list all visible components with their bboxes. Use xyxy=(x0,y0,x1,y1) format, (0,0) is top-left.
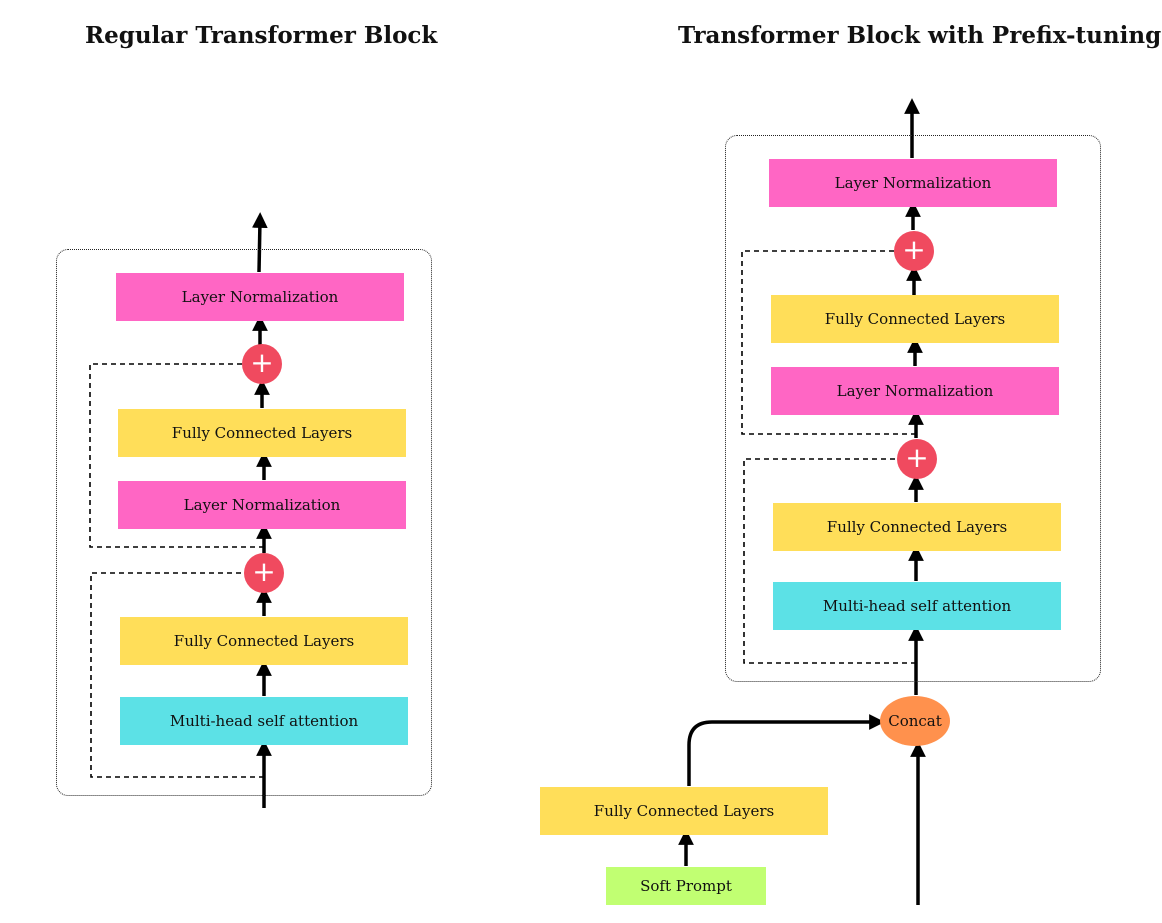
title-prefix-tuning: Transformer Block with Prefix-tuning xyxy=(678,22,1162,49)
prefix-transformer-frame xyxy=(725,135,1101,682)
right-fc-bottom: Fully Connected Layers xyxy=(773,503,1061,551)
title-regular: Regular Transformer Block xyxy=(85,22,438,49)
prefix-fc: Fully Connected Layers xyxy=(540,787,828,835)
left-fc-top: Fully Connected Layers xyxy=(118,409,406,457)
left-layer-norm-mid: Layer Normalization xyxy=(118,481,406,529)
plus-icon: + xyxy=(244,553,284,593)
soft-prompt: Soft Prompt xyxy=(606,867,766,905)
plus-icon: + xyxy=(894,231,934,271)
concat-node: Concat xyxy=(880,696,950,746)
plus-icon: + xyxy=(897,439,937,479)
arrow-prefix-concat xyxy=(687,714,885,786)
residual-upper-left xyxy=(89,363,264,548)
regular-transformer-frame xyxy=(56,249,432,796)
residual-upper-right xyxy=(741,250,916,435)
residual-lower-right xyxy=(743,458,916,664)
left-fc-bottom: Fully Connected Layers xyxy=(120,617,408,665)
left-layer-norm-top: Layer Normalization xyxy=(116,273,404,321)
right-layer-norm-top: Layer Normalization xyxy=(769,159,1057,207)
arrow-output-left xyxy=(251,212,268,273)
right-attention: Multi-head self attention xyxy=(773,582,1061,630)
left-attention: Multi-head self attention xyxy=(120,697,408,745)
right-layer-norm-mid: Layer Normalization xyxy=(771,367,1059,415)
residual-lower-left xyxy=(90,572,264,778)
plus-icon: + xyxy=(242,344,282,384)
right-fc-top: Fully Connected Layers xyxy=(771,295,1059,343)
